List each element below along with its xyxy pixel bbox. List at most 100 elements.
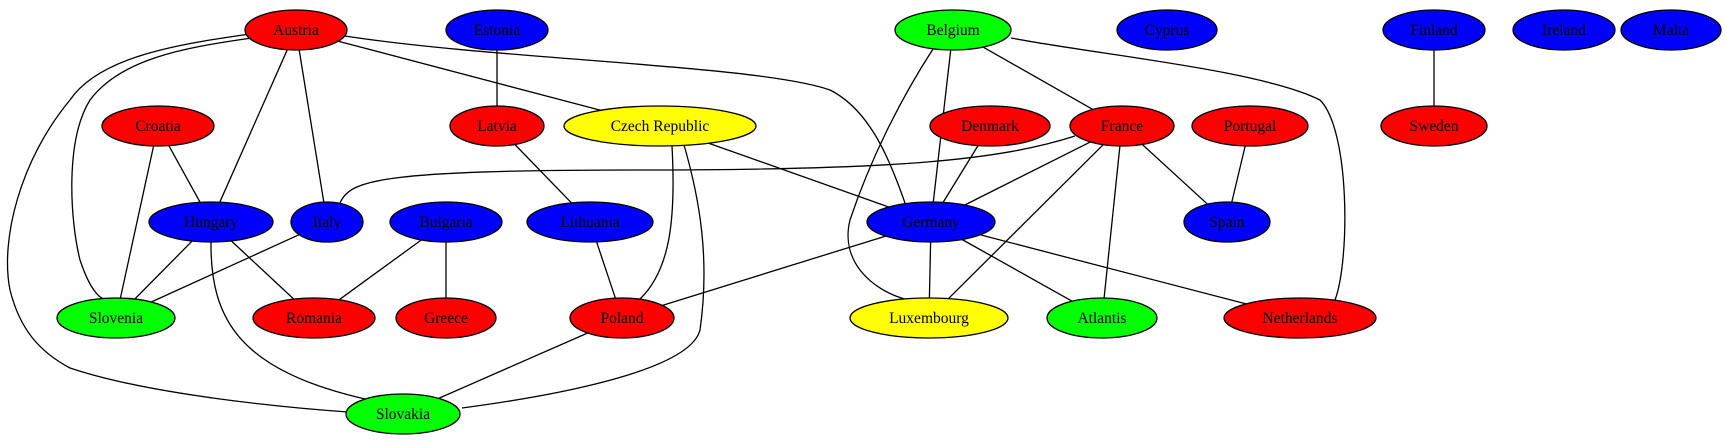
node-label-sweden: Sweden bbox=[1409, 118, 1458, 135]
edge-portugal-spain bbox=[1231, 145, 1246, 203]
node-cyprus: Cyprus bbox=[1116, 9, 1218, 51]
node-croatia: Croatia bbox=[101, 105, 215, 147]
node-ellipse-germany bbox=[866, 201, 996, 243]
edge-italy-slovenia bbox=[151, 234, 300, 303]
node-latvia: Latvia bbox=[449, 105, 545, 147]
node-atlantis: Atlantis bbox=[1046, 297, 1158, 339]
node-netherlands: Netherlands bbox=[1223, 297, 1377, 339]
node-label-slovakia: Slovakia bbox=[376, 406, 430, 423]
edge-latvia-lithuania bbox=[514, 144, 572, 204]
edge-bulgaria-romania bbox=[338, 239, 422, 301]
edge-croatia-slovenia bbox=[119, 145, 155, 299]
edge-france-germany bbox=[964, 141, 1091, 206]
node-ellipse-hungary bbox=[148, 201, 274, 243]
node-ellipse-malta bbox=[1620, 9, 1722, 51]
node-ireland: Ireland bbox=[1512, 9, 1616, 51]
node-lithuania: Lithuania bbox=[526, 201, 654, 243]
node-ellipse-croatia bbox=[101, 105, 215, 147]
node-ellipse-belgium bbox=[894, 9, 1012, 51]
node-austria: Austria bbox=[244, 9, 348, 51]
edge-france-atlantis bbox=[1103, 145, 1121, 299]
node-ellipse-spain bbox=[1183, 201, 1271, 243]
node-label-portugal: Portugal bbox=[1224, 118, 1277, 135]
node-ellipse-cyprus bbox=[1116, 9, 1218, 51]
node-slovakia: Slovakia bbox=[345, 393, 461, 435]
node-ellipse-estonia bbox=[445, 9, 549, 51]
node-label-spain: Spain bbox=[1209, 214, 1245, 231]
node-poland: Poland bbox=[569, 297, 675, 339]
node-label-austria: Austria bbox=[273, 22, 319, 39]
node-label-ireland: Ireland bbox=[1542, 22, 1586, 39]
edge-germany-netherlands bbox=[980, 234, 1247, 305]
node-germany: Germany bbox=[866, 201, 996, 243]
edge-poland-slovakia bbox=[438, 332, 588, 399]
node-luxembourg: Luxembourg bbox=[849, 297, 1009, 339]
edge-hungary-slovenia bbox=[134, 240, 193, 300]
node-label-germany: Germany bbox=[902, 214, 960, 231]
node-ellipse-romania bbox=[252, 297, 376, 339]
node-ellipse-italy bbox=[290, 201, 364, 243]
node-label-atlantis: Atlantis bbox=[1077, 310, 1126, 327]
node-label-romania: Romania bbox=[286, 310, 342, 327]
node-label-lithuania: Lithuania bbox=[560, 214, 620, 231]
node-label-luxembourg: Luxembourg bbox=[889, 310, 969, 327]
edge-austria-slovakia bbox=[6, 33, 349, 413]
node-ellipse-greece bbox=[395, 297, 497, 339]
node-ellipse-sweden bbox=[1380, 105, 1488, 147]
node-label-cyprus: Cyprus bbox=[1145, 22, 1190, 39]
node-label-slovenia: Slovenia bbox=[89, 310, 143, 327]
edge-hungary-slovakia bbox=[210, 240, 366, 400]
node-ellipse-atlantis bbox=[1046, 297, 1158, 339]
edge-hungary-romania bbox=[230, 240, 295, 300]
node-romania: Romania bbox=[252, 297, 376, 339]
node-ellipse-france bbox=[1069, 105, 1175, 147]
edge-france-luxembourg bbox=[948, 144, 1104, 300]
node-ellipse-slovakia bbox=[345, 393, 461, 435]
edge-belgium-netherlands bbox=[1010, 37, 1346, 301]
node-ellipse-lithuania bbox=[526, 201, 654, 243]
node-greece: Greece bbox=[395, 297, 497, 339]
node-sweden: Sweden bbox=[1380, 105, 1488, 147]
edge-czech-germany bbox=[708, 142, 889, 208]
node-ellipse-bulgaria bbox=[389, 201, 503, 243]
node-finland: Finland bbox=[1382, 9, 1486, 51]
edges-layer bbox=[6, 33, 1435, 413]
node-malta: Malta bbox=[1620, 9, 1722, 51]
node-bulgaria: Bulgaria bbox=[389, 201, 503, 243]
edge-germany-poland bbox=[662, 235, 886, 307]
node-ellipse-denmark bbox=[929, 105, 1051, 147]
node-france: France bbox=[1069, 105, 1175, 147]
node-ellipse-portugal bbox=[1191, 105, 1309, 147]
node-label-latvia: Latvia bbox=[477, 118, 517, 135]
node-ellipse-austria bbox=[244, 9, 348, 51]
edge-lithuania-poland bbox=[595, 241, 617, 299]
node-label-malta: Malta bbox=[1653, 22, 1689, 39]
node-czech: Czech Republic bbox=[563, 105, 757, 147]
node-label-poland: Poland bbox=[600, 310, 643, 327]
node-label-belgium: Belgium bbox=[926, 22, 979, 39]
node-spain: Spain bbox=[1183, 201, 1271, 243]
node-slovenia: Slovenia bbox=[56, 297, 176, 339]
node-denmark: Denmark bbox=[929, 105, 1051, 147]
node-label-croatia: Croatia bbox=[135, 118, 181, 135]
edge-germany-luxembourg bbox=[928, 241, 932, 299]
node-ellipse-poland bbox=[569, 297, 675, 339]
node-ellipse-ireland bbox=[1512, 9, 1616, 51]
edge-france-italy bbox=[339, 135, 1076, 204]
edge-denmark-germany bbox=[942, 145, 979, 203]
node-ellipse-czech bbox=[563, 105, 757, 147]
edge-austria-czech bbox=[338, 40, 601, 111]
node-label-czech: Czech Republic bbox=[611, 118, 710, 135]
node-belgium: Belgium bbox=[894, 9, 1012, 51]
node-italy: Italy bbox=[290, 201, 364, 243]
edge-austria-hungary bbox=[219, 49, 288, 203]
edge-austria-italy bbox=[298, 49, 325, 203]
node-ellipse-slovenia bbox=[56, 297, 176, 339]
edge-france-spain bbox=[1141, 143, 1208, 205]
edge-austria-slovenia bbox=[71, 37, 253, 301]
node-portugal: Portugal bbox=[1191, 105, 1309, 147]
node-label-denmark: Denmark bbox=[961, 118, 1019, 135]
edge-croatia-hungary bbox=[168, 145, 201, 203]
